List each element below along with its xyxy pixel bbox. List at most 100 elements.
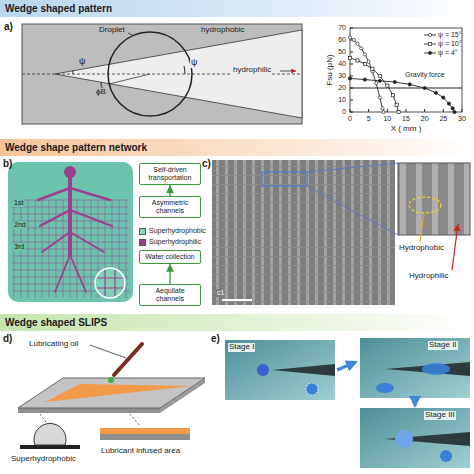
plot-marker bbox=[378, 96, 381, 99]
art-line bbox=[368, 109, 369, 112]
plot-marker bbox=[352, 38, 355, 41]
feature-box: Water collection bbox=[139, 250, 201, 264]
plot-marker bbox=[363, 53, 366, 56]
plot-marker bbox=[363, 78, 366, 81]
art-line bbox=[350, 109, 351, 112]
axis-label: 60 bbox=[337, 36, 347, 44]
axis-label: 30 bbox=[337, 72, 347, 80]
legend-text: ψ = 10° bbox=[438, 40, 462, 48]
art-path bbox=[42, 232, 104, 252]
plot-marker bbox=[397, 110, 400, 113]
flow-arrow bbox=[169, 264, 170, 284]
art-line bbox=[49, 200, 50, 298]
art-rect bbox=[350, 28, 462, 112]
annotation: hydrophilic bbox=[232, 66, 272, 75]
art-line bbox=[406, 109, 407, 112]
art-line bbox=[42, 200, 43, 298]
annotation: Droplet bbox=[98, 26, 126, 35]
oil-layer bbox=[100, 428, 190, 434]
plot-marker bbox=[393, 80, 396, 83]
axis-label: 0 bbox=[347, 115, 353, 123]
plate-top bbox=[18, 378, 205, 408]
photo bbox=[225, 340, 335, 400]
annotation: Gravity force bbox=[404, 71, 446, 79]
axis-label: 25 bbox=[438, 115, 448, 123]
art-line bbox=[350, 76, 353, 77]
axis-label: 10 bbox=[337, 96, 347, 104]
drop-icon bbox=[376, 383, 394, 393]
annotation: Superhydrophobic bbox=[10, 455, 77, 464]
art-line bbox=[387, 109, 388, 112]
art-line bbox=[350, 28, 353, 29]
legend-swatch bbox=[139, 239, 146, 246]
section-band: Wedge shaped SLIPS bbox=[0, 314, 474, 331]
panel-letter: d) bbox=[2, 333, 13, 344]
plot-marker bbox=[367, 60, 370, 63]
lubricant-wedge bbox=[45, 384, 192, 402]
zoom-line bbox=[307, 163, 398, 172]
scale-bar bbox=[222, 299, 252, 301]
leader-line bbox=[128, 33, 134, 36]
box-text: Asymmetric channels bbox=[143, 199, 197, 215]
plot-marker bbox=[451, 107, 454, 110]
plate-side bbox=[18, 408, 160, 413]
plot-marker bbox=[348, 77, 351, 80]
angle-arc bbox=[72, 71, 73, 74]
superhydrophobic-ground bbox=[8, 162, 133, 302]
leader-line bbox=[420, 214, 424, 242]
drop-icon bbox=[440, 450, 452, 462]
plot-marker bbox=[408, 83, 411, 86]
drop bbox=[257, 364, 269, 376]
plot-marker bbox=[381, 107, 384, 110]
section-title: Wedge shaped SLIPS bbox=[5, 316, 469, 329]
annotation: ψ bbox=[78, 57, 86, 67]
leader-line bbox=[130, 414, 140, 426]
annotation: Stage I bbox=[228, 343, 255, 352]
legend-text: Superhydrophobic bbox=[149, 227, 206, 235]
oil-drop bbox=[108, 377, 114, 383]
plot-marker bbox=[434, 91, 437, 94]
plot-marker bbox=[428, 33, 431, 36]
wedge-needle bbox=[385, 362, 470, 376]
annotation: ϕB bbox=[95, 88, 107, 97]
highlight-ellipse bbox=[409, 197, 441, 213]
art-line bbox=[91, 200, 92, 298]
plot-marker bbox=[386, 84, 389, 87]
art-line bbox=[350, 100, 353, 101]
plot-marker bbox=[375, 82, 378, 85]
panel-letter: b) bbox=[2, 158, 13, 169]
stage-photos bbox=[225, 338, 470, 468]
legend-sample bbox=[424, 49, 436, 57]
surface-base bbox=[20, 445, 80, 449]
art-line bbox=[56, 200, 57, 298]
legend-entry: ψ = 10° bbox=[424, 40, 462, 48]
hydrophobic-surface bbox=[22, 24, 302, 124]
art-line bbox=[350, 52, 353, 53]
tree-root bbox=[64, 166, 76, 178]
droplet-outline bbox=[108, 32, 192, 116]
section-title: Wedge shaped pattern bbox=[5, 2, 469, 15]
art-line bbox=[12, 263, 129, 264]
network-pattern bbox=[8, 162, 133, 302]
art-line bbox=[424, 109, 425, 112]
plot-marker bbox=[378, 79, 381, 82]
axis-label: X ( mm ) bbox=[390, 125, 423, 134]
section-title: Wedge shape pattern network bbox=[5, 141, 469, 154]
leader-arrow bbox=[280, 71, 296, 72]
annotation: 2nd bbox=[13, 221, 27, 229]
legend-sample bbox=[424, 40, 436, 48]
art-path bbox=[55, 255, 86, 292]
surface-base bbox=[100, 434, 190, 440]
plot-marker bbox=[356, 59, 359, 62]
art-line bbox=[28, 200, 29, 298]
magnified-grid bbox=[97, 270, 123, 296]
plot-marker bbox=[447, 102, 450, 105]
zoom-box bbox=[262, 172, 307, 186]
annotation: hydrophobic bbox=[200, 26, 246, 35]
plot-marker bbox=[378, 74, 381, 77]
data-curve bbox=[350, 78, 455, 112]
art-line bbox=[350, 64, 353, 65]
art-line bbox=[77, 200, 78, 298]
plot-marker bbox=[428, 51, 431, 54]
